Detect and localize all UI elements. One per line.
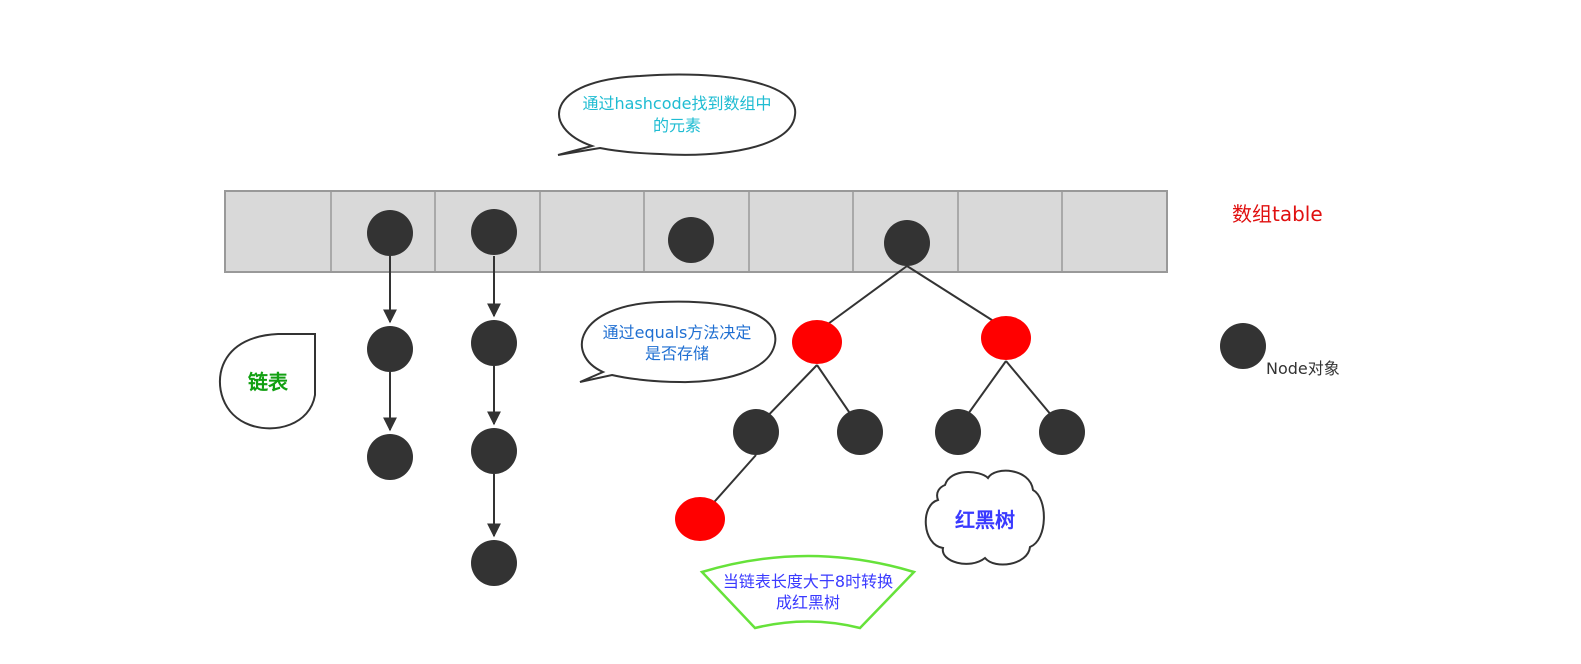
node-circle	[471, 320, 517, 366]
red-black-tree-label: 红黑树	[955, 508, 1015, 532]
callout-equals-line1: 通过equals方法决定	[603, 323, 752, 342]
linked-list-label: 链表	[248, 370, 289, 394]
callout-treeify: 当链表长度大于8时转换 成红黑树	[699, 554, 917, 630]
tree-black-node	[935, 409, 981, 455]
callout-equals-line2: 是否存储	[645, 344, 709, 363]
tree-black-node	[733, 409, 779, 455]
red-black-tree	[675, 220, 1085, 541]
tree-red-node	[675, 497, 725, 541]
callout-hashcode-line1: 通过hashcode找到数组中	[582, 94, 771, 113]
array-table-label: 数组table	[1232, 202, 1323, 226]
callout-hashcode: 通过hashcode找到数组中 的元素	[557, 73, 797, 156]
node-circle	[668, 217, 714, 263]
legend: Node对象	[1220, 323, 1340, 378]
node-circle	[367, 326, 413, 372]
tree-red-node	[981, 316, 1031, 360]
node-circle	[471, 209, 517, 255]
red-black-tree-cloud: 红黑树	[924, 469, 1045, 566]
tree-root-node	[884, 220, 930, 266]
node-circle	[471, 428, 517, 474]
node-circle	[367, 434, 413, 480]
linked-list-2	[471, 209, 517, 586]
node-circle	[367, 210, 413, 256]
callout-equals: 通过equals方法决定 是否存储	[579, 300, 777, 384]
linked-list-1	[367, 210, 413, 480]
linked-list-label-shape: 链表	[219, 333, 316, 430]
tree-red-node	[792, 320, 842, 364]
tree-black-node	[837, 409, 883, 455]
callout-treeify-line2: 成红黑树	[776, 593, 840, 612]
callout-treeify-line1: 当链表长度大于8时转换	[723, 572, 893, 591]
legend-node-icon	[1220, 323, 1266, 369]
legend-node-label: Node对象	[1266, 359, 1340, 378]
tree-black-node	[1039, 409, 1085, 455]
node-circle	[471, 540, 517, 586]
callout-hashcode-line2: 的元素	[653, 116, 701, 135]
